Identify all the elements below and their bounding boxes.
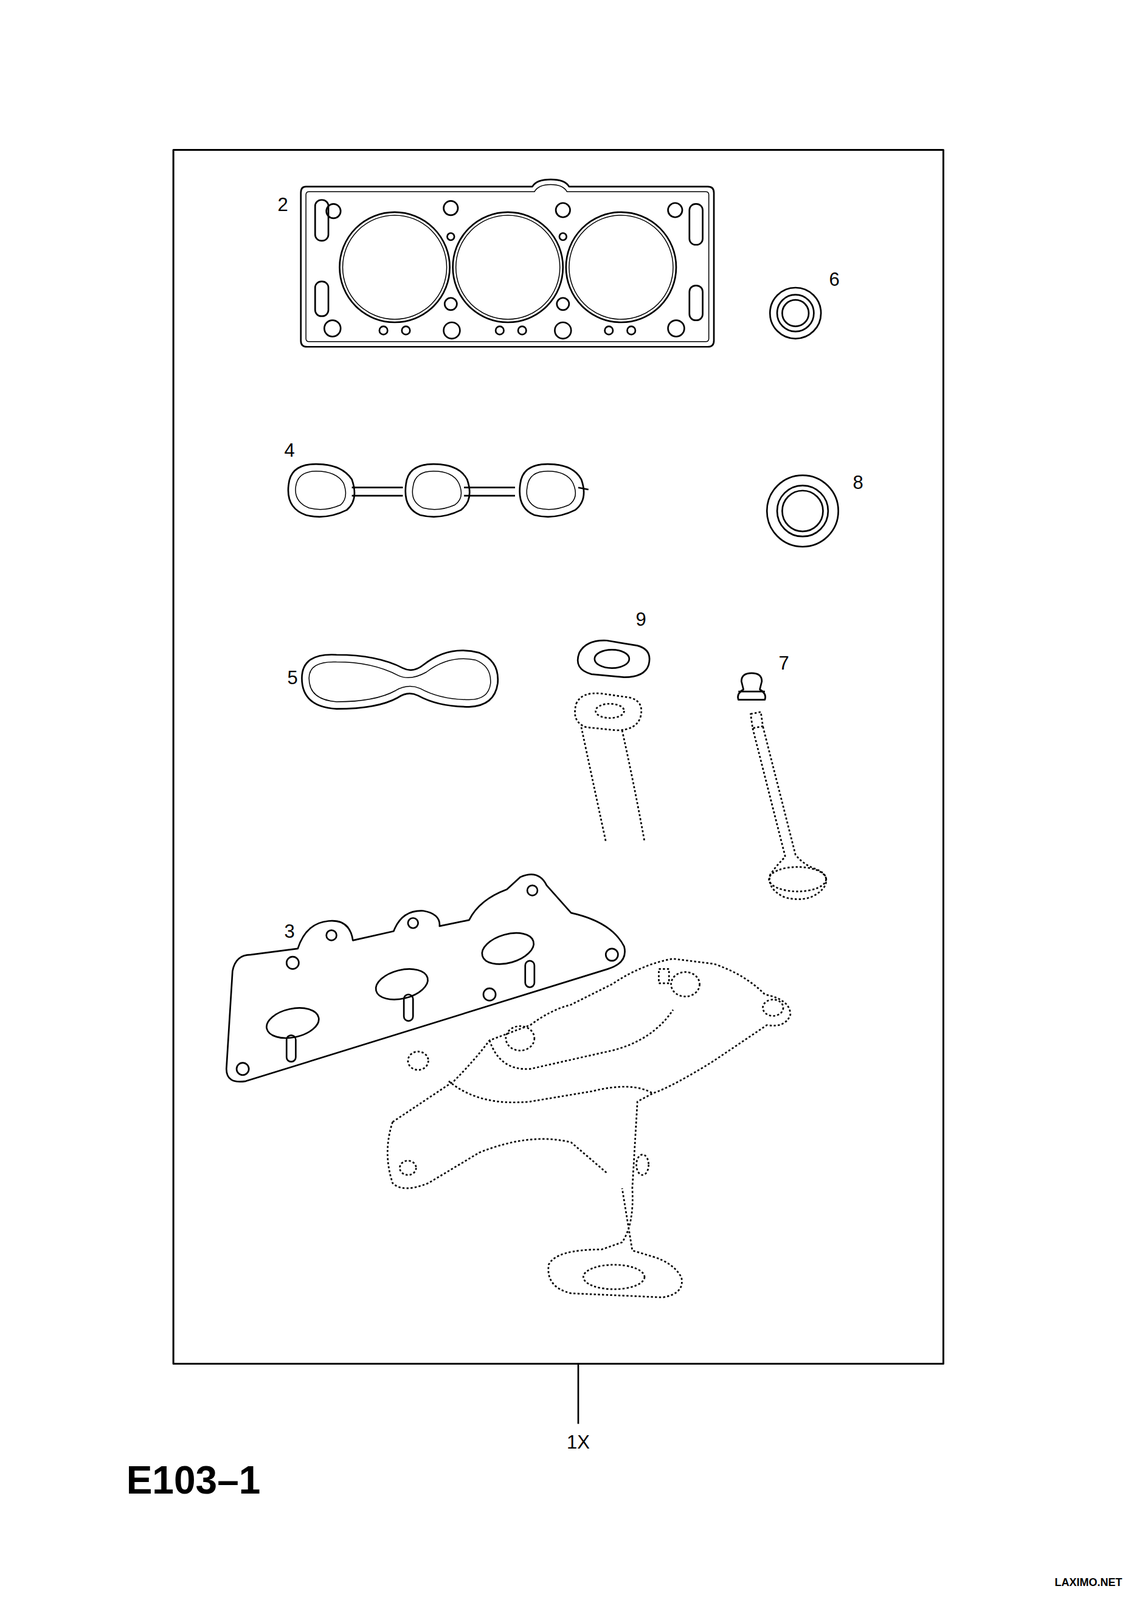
pipe-gasket (577, 640, 650, 677)
watermark: LAXIMO.NET (1054, 1576, 1123, 1588)
head-gasket (300, 179, 714, 347)
callout-number: 7 (778, 653, 789, 673)
callout-number: 1X (566, 1432, 590, 1452)
callout-number: 9 (635, 609, 646, 629)
leader-line (577, 1363, 580, 1424)
callout-number: 8 (852, 473, 863, 492)
oil-seal (769, 287, 821, 339)
figure-code: E103–1 (126, 1460, 261, 1500)
frame (173, 150, 944, 1364)
callout-number: 5 (287, 668, 298, 688)
valve (750, 712, 826, 900)
exhaust-manifold (387, 958, 790, 1298)
exhaust-gasket (226, 874, 625, 1082)
callout-number: 3 (283, 921, 295, 941)
intake-gasket (288, 463, 589, 517)
callout-number: 2 (277, 195, 288, 215)
pipe (575, 693, 645, 842)
callout-number: 6 (828, 269, 840, 289)
oil-seal (766, 475, 838, 547)
throttle-gasket (301, 650, 498, 710)
valve-stem-seal (738, 673, 766, 700)
callout-number: 4 (283, 440, 295, 460)
